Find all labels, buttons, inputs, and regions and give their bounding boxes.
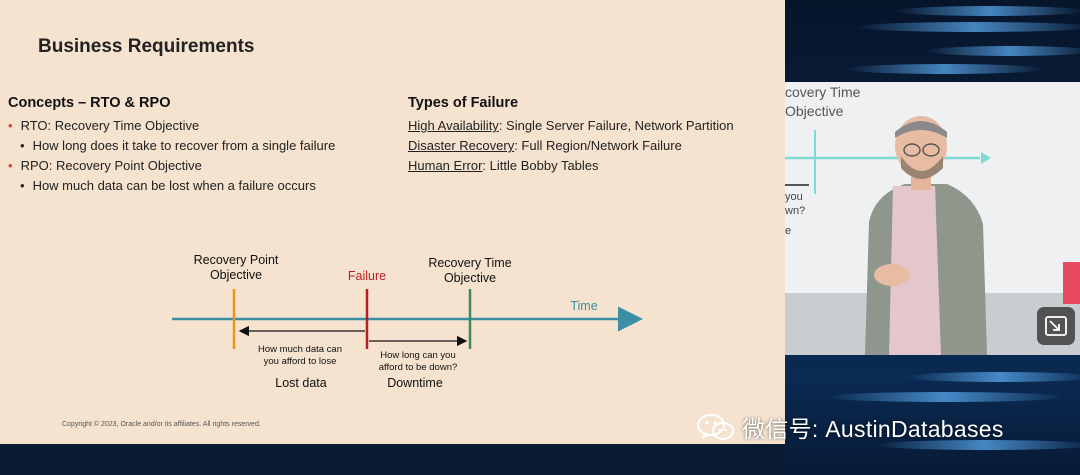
camera-feed: covery Time Objective you wn? e	[785, 82, 1080, 355]
camera-slide-text: covery Time	[785, 84, 861, 100]
slide-title: Business Requirements	[38, 36, 255, 57]
rto-rpo-diagram: Recovery Point Objective Failure Recover…	[172, 253, 643, 390]
downtime-label: Downtime	[387, 376, 443, 390]
concept-sub-rpo: •How much data can be lost when a failur…	[20, 178, 316, 193]
down-question: How long can you	[380, 350, 456, 361]
background-wave	[845, 64, 1045, 74]
speaker-figure	[785, 116, 1080, 355]
bullet-icon: •	[8, 118, 13, 133]
wechat-icon	[697, 414, 734, 440]
background-wave	[875, 440, 1080, 450]
down-question-2: afford to be down?	[379, 362, 458, 373]
presentation-slide: Business Requirements Concepts – RTO & R…	[0, 0, 785, 444]
concepts-heading: Concepts – RTO & RPO	[8, 95, 171, 111]
failure-label: Failure	[348, 269, 386, 283]
watermark-text: 微信号: AustinDatabases	[742, 416, 1004, 442]
background-wave	[905, 372, 1080, 382]
bullet-icon: •	[20, 178, 25, 193]
bottom-bar	[0, 444, 785, 475]
background-wave	[855, 22, 1080, 32]
failure-item-ha: High Availability: Single Server Failure…	[408, 118, 734, 133]
rpo-label: Recovery Point	[194, 253, 279, 267]
wechat-watermark: 微信号: AustinDatabases	[696, 410, 1004, 444]
failure-item-human: Human Error: Little Bobby Tables	[408, 158, 599, 173]
bullet-icon: •	[20, 138, 25, 153]
rpo-label-2: Objective	[210, 268, 262, 282]
concept-sub-rto: •How long does it take to recover from a…	[20, 138, 336, 153]
camera-slide-fragment-3: e	[785, 225, 792, 237]
rto-label-2: Objective	[444, 271, 496, 285]
rto-label: Recovery Time	[428, 256, 511, 270]
background-wave	[825, 392, 1065, 402]
lost-question-2: you afford to lose	[264, 356, 337, 367]
video-side-panel: covery Time Objective you wn? e	[785, 0, 1080, 475]
concept-item-rto: •RTO: Recovery Time Objective	[8, 118, 200, 133]
copyright-notice: Copyright © 2023, Oracle and/or its affi…	[62, 421, 261, 428]
camera-slide-fragment: you	[785, 191, 803, 203]
failure-item-dr: Disaster Recovery: Full Region/Network F…	[408, 138, 682, 153]
camera-slide-fragment-2: wn?	[785, 205, 806, 217]
background-wave	[925, 46, 1080, 56]
time-label: Time	[570, 299, 597, 313]
bullet-icon: •	[8, 158, 13, 173]
lost-data-label: Lost data	[275, 376, 326, 390]
background-wave	[895, 6, 1080, 16]
picture-in-picture-button[interactable]	[1037, 307, 1075, 345]
concept-item-rpo: •RPO: Recovery Point Objective	[8, 158, 202, 173]
picture-in-picture-icon	[1045, 316, 1067, 336]
failures-heading: Types of Failure	[408, 95, 519, 111]
camera-slide-text-2: Objective	[785, 103, 844, 119]
lost-question: How much data can	[258, 344, 342, 355]
